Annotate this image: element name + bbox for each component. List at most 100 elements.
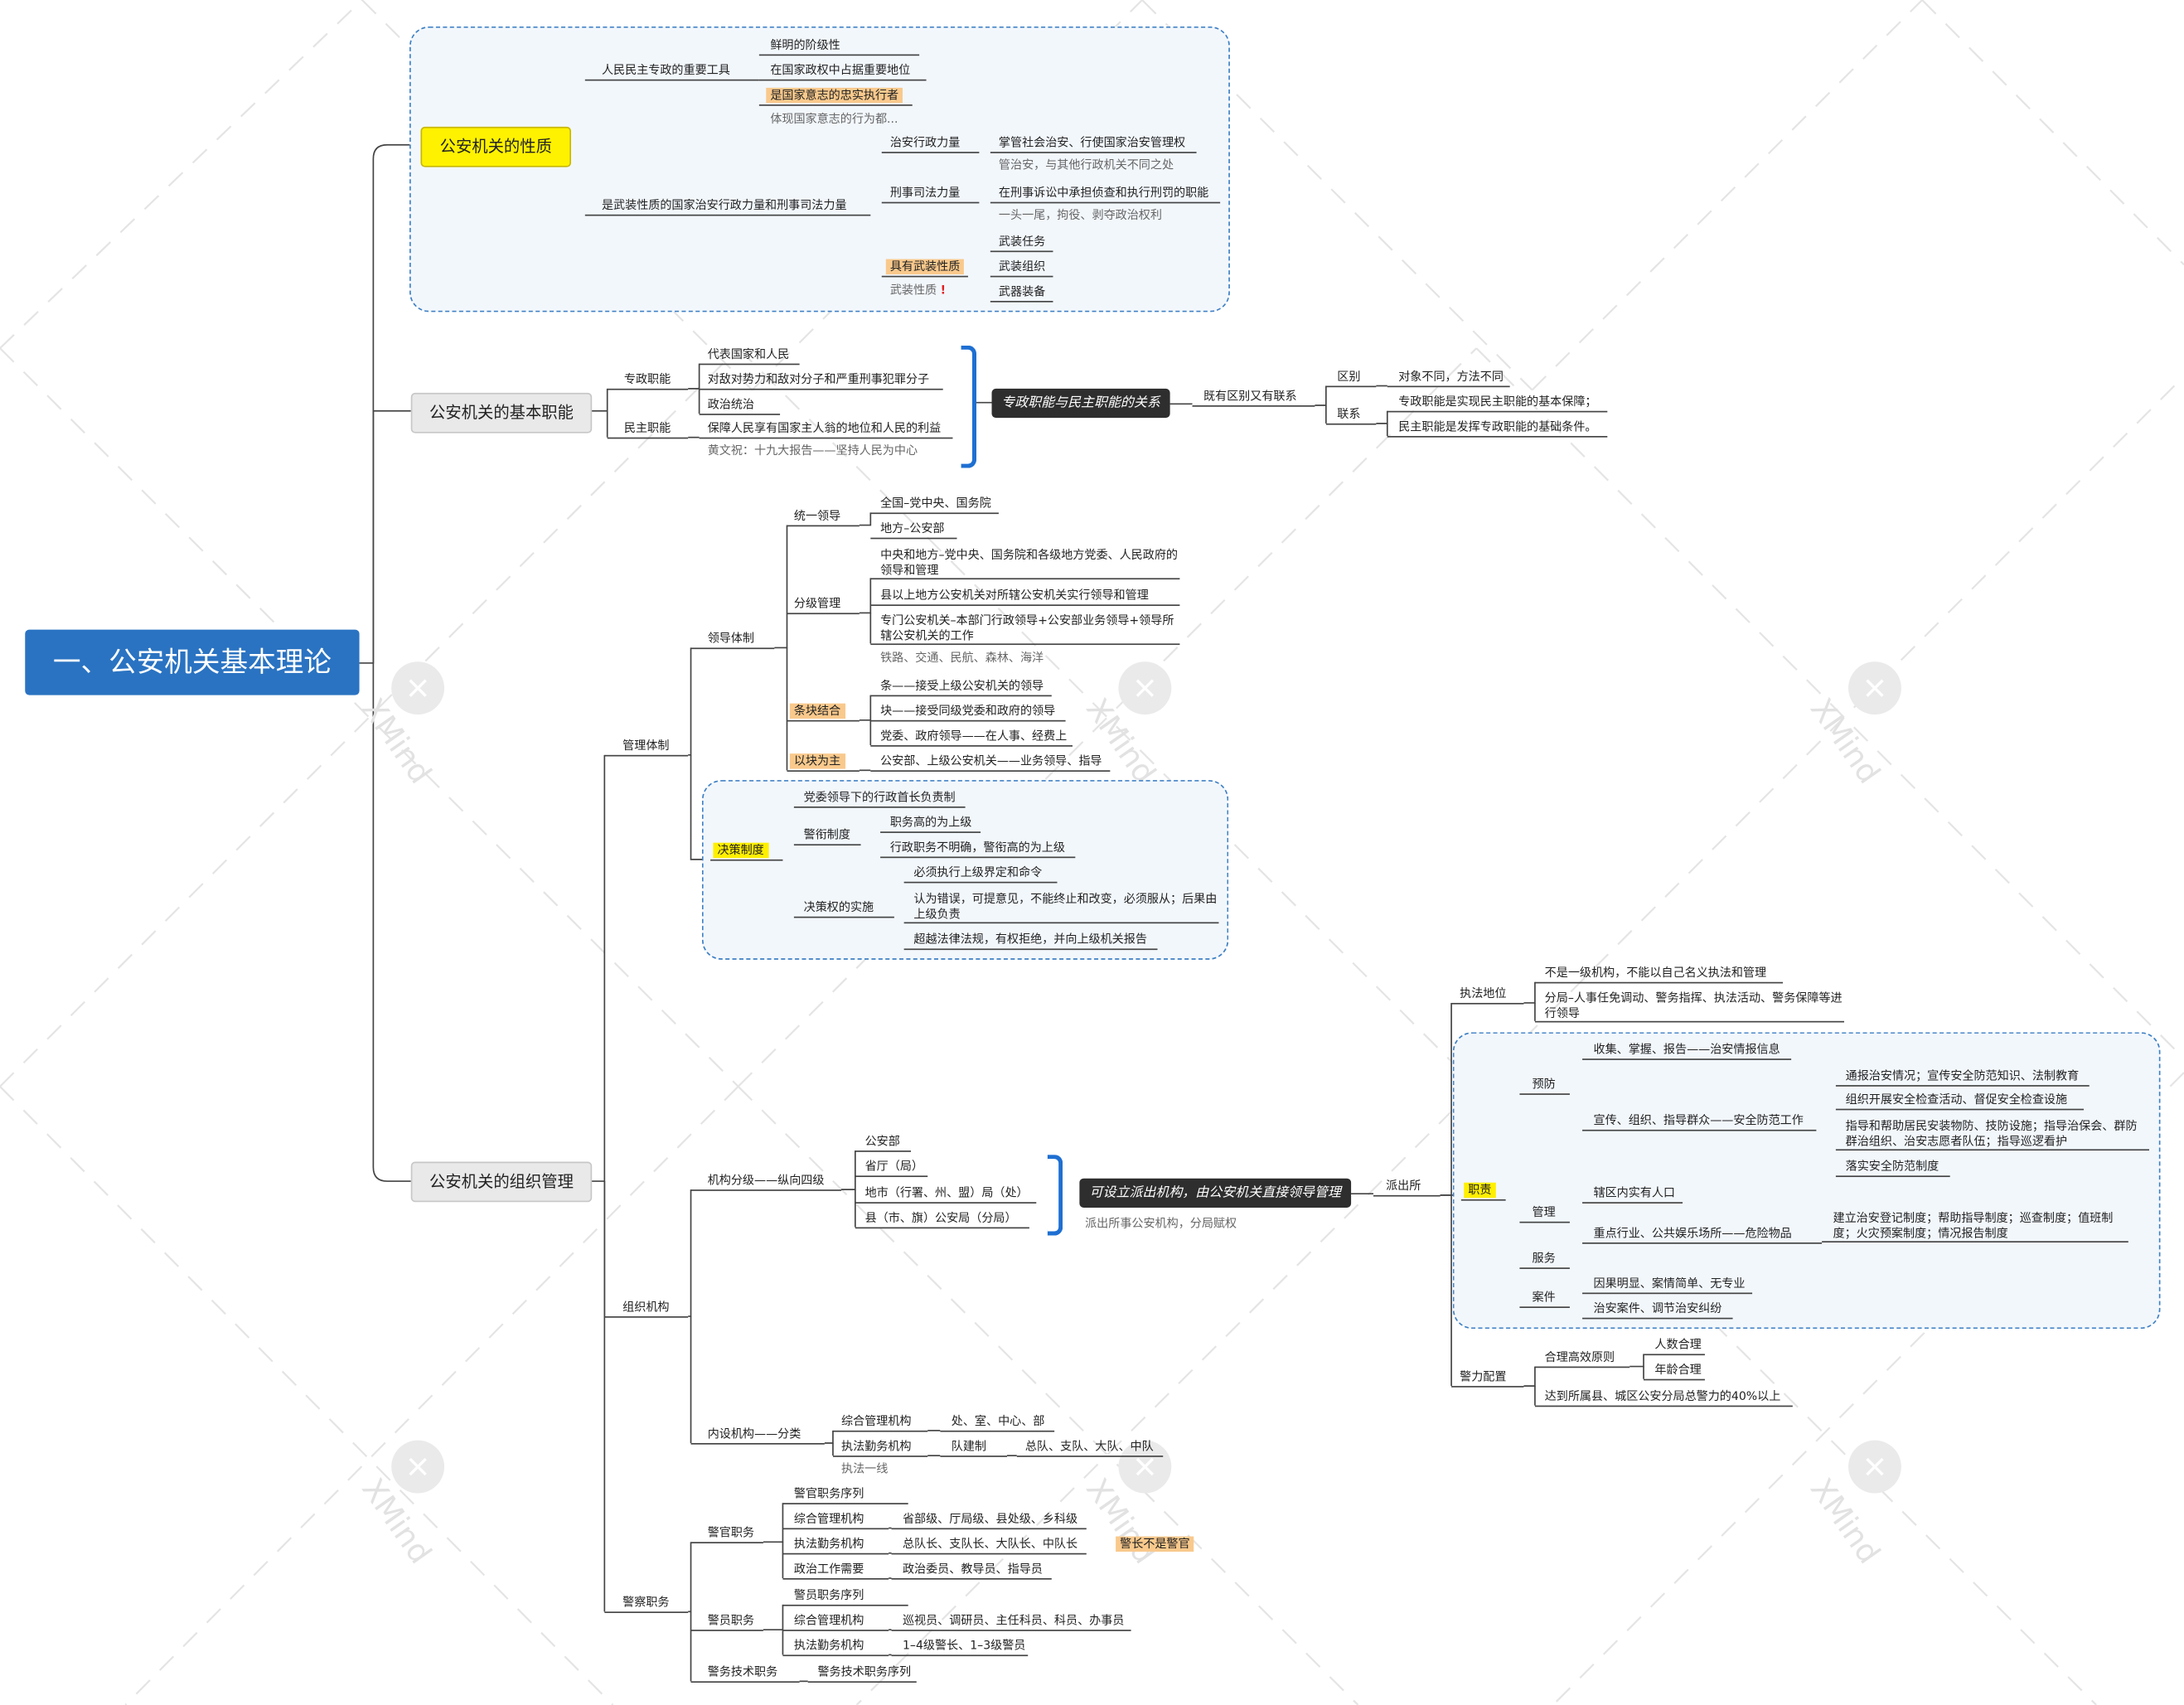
org-exec[interactable]: 决策权的实施 (803, 899, 874, 914)
nature-b2c-item[interactable]: 武器装备 (998, 283, 1046, 298)
org-staff-k[interactable]: 执法勤务机构 (793, 1638, 864, 1653)
org-prevent-b-item[interactable]: 通报治安情况；宣传安全防范知识、法制教育 (1845, 1068, 2080, 1083)
org-force-b[interactable]: 达到所属县、城区公安分局总警力的40%以上 (1544, 1388, 1781, 1403)
org-manage[interactable]: 管理 (1532, 1204, 1556, 1219)
func-dict-item[interactable]: 代表国家和人民 (707, 346, 790, 361)
org-inner-a[interactable]: 综合管理机构 (841, 1413, 912, 1428)
org-officer-v[interactable]: 政治委员、教导员、指导员 (902, 1561, 1043, 1576)
org-serve[interactable]: 服务 (1532, 1251, 1556, 1265)
org-duty[interactable]: 职责 (1464, 1182, 1496, 1198)
org-case-item[interactable]: 因果明显、案情简单、无专业 (1593, 1276, 1746, 1291)
org-inner-b[interactable]: 执法勤务机构 (841, 1438, 912, 1453)
func-demo[interactable]: 民主职能 (623, 420, 671, 435)
func-demo-item[interactable]: 保障人民享有国家主人翁的地位和人民的利益 (707, 420, 942, 435)
func-rel-label[interactable]: 既有区别又有联系 (1203, 388, 1297, 403)
org-inner-b-item[interactable]: 队建制 (951, 1438, 987, 1453)
org-orgs[interactable]: 组织机构 (622, 1299, 670, 1314)
func-link-item[interactable]: 专政职能是实现民主职能的基本保障； (1398, 394, 1597, 409)
org-prevent-b[interactable]: 宣传、组织、指导群众——安全防范工作 (1593, 1112, 1804, 1127)
org-graded-item[interactable]: 县以上地方公安机关对所辖公安机关实行领导和管理 (880, 588, 1149, 602)
org-prevent-b-item[interactable]: 指导和帮助居民安装物防、技防设施；指导治保会、群防群治组织、治安志愿者队伍；指导… (1845, 1118, 2138, 1147)
org-officer-k[interactable]: 综合管理机构 (793, 1511, 864, 1526)
org-staff-k[interactable]: 综合管理机构 (793, 1613, 864, 1627)
func-relation[interactable]: 专政职能与民主职能的关系 (991, 388, 1170, 419)
org-station-rel[interactable]: 可设立派出机构，由公安机关直接领导管理 (1079, 1178, 1352, 1208)
org-levels-item[interactable]: 县（市、旗）公安局（分局） (864, 1210, 1017, 1225)
org-officer-k[interactable]: 政治工作需要 (793, 1561, 864, 1576)
org-officer-note[interactable]: 警长不是警官 (1116, 1536, 1194, 1552)
org-exec-item[interactable]: 必须执行上级界定和命令 (913, 865, 1043, 879)
org-unified-item[interactable]: 地方–公安部 (880, 521, 945, 535)
org-levels[interactable]: 机构分级——纵向四级 (707, 1172, 825, 1187)
org-police[interactable]: 警察职务 (622, 1595, 670, 1609)
org-rank-item[interactable]: 职务高的为上级 (889, 815, 972, 829)
org-tech[interactable]: 警务技术职务 (707, 1664, 778, 1679)
nature-b2a-item[interactable]: 掌管社会治安、行使国家治安管理权 (998, 135, 1186, 149)
org-case-item[interactable]: 治安案件、调节治安纠纷 (1593, 1301, 1722, 1315)
org-tech-series[interactable]: 警务技术职务序列 (817, 1664, 912, 1679)
org-officer-series[interactable]: 警官职务序列 (793, 1486, 864, 1500)
nature-b2[interactable]: 是武装性质的国家治安行政力量和刑事司法力量 (601, 197, 847, 212)
central-topic[interactable]: 一、公安机关基本理论 (25, 629, 360, 695)
func-dict[interactable]: 专政职能 (623, 371, 671, 386)
org-block-main[interactable]: 以块为主 (789, 753, 845, 768)
org-station[interactable]: 派出所 (1386, 1178, 1421, 1193)
nature-b1-item[interactable]: 鲜明的阶级性 (770, 37, 840, 52)
org-prevent-b-item[interactable]: 落实安全防范制度 (1845, 1159, 1939, 1173)
org-case[interactable]: 案件 (1532, 1290, 1556, 1304)
org-prevent[interactable]: 预防 (1532, 1077, 1556, 1091)
func-link-item[interactable]: 民主职能是发挥专政职能的基础条件。 (1398, 419, 1597, 434)
org-exec-item[interactable]: 认为错误，可提意见，不能终止和改变，必须服从；后果由上级负责 (913, 891, 1218, 920)
nature-b1-item[interactable]: 是国家意志的忠实执行者 (766, 87, 903, 103)
nature-b1[interactable]: 人民民主专政的重要工具 (601, 62, 730, 77)
org-law-status[interactable]: 执法地位 (1460, 986, 1507, 1000)
org-officer-v[interactable]: 总队长、支队长、大队长、中队长 (902, 1536, 1078, 1551)
nature-b2b[interactable]: 刑事司法力量 (889, 185, 961, 200)
org-officer-v[interactable]: 省部级、厅局级、县处级、乡科级 (902, 1511, 1078, 1526)
org-unified-item[interactable]: 全国–党中央、国务院 (880, 496, 991, 511)
org-prevent-b-item[interactable]: 组织开展安全检查活动、督促安全检查设施 (1845, 1092, 2068, 1107)
org-staff-series[interactable]: 警员职务序列 (793, 1587, 864, 1602)
org-graded-item[interactable]: 专门公安机关–本部门行政领导+公安部业务领导+领导所辖公安机关的工作 (880, 613, 1174, 642)
topic-functions[interactable]: 公安机关的基本职能 (410, 392, 593, 434)
org-staff[interactable]: 警员职务 (707, 1613, 754, 1627)
nature-b2c-item[interactable]: 武装任务 (998, 234, 1046, 249)
org-manage-a[interactable]: 辖区内实有人口 (1593, 1185, 1676, 1199)
org-combine[interactable]: 条块结合 (789, 703, 845, 719)
nature-b1-item[interactable]: 在国家政权中占据重要地位 (770, 62, 911, 77)
topic-org[interactable]: 公安机关的组织管理 (410, 1161, 593, 1203)
org-levels-item[interactable]: 省厅（局） (864, 1159, 923, 1173)
org-levels-item[interactable]: 公安部 (864, 1133, 900, 1148)
org-force-a[interactable]: 合理高效原则 (1544, 1349, 1615, 1364)
org-force-a-item[interactable]: 人数合理 (1654, 1337, 1702, 1352)
nature-b2a[interactable]: 治安行政力量 (889, 135, 961, 149)
org-decision[interactable]: 决策制度 (713, 842, 768, 858)
org-force-a-item[interactable]: 年龄合理 (1654, 1362, 1702, 1377)
org-force[interactable]: 警力配置 (1460, 1368, 1507, 1383)
org-inner-b-sub[interactable]: 总队、支队、大队、中队 (1024, 1438, 1154, 1453)
org-staff-v[interactable]: 1–4级警长、1–3级警员 (902, 1638, 1026, 1653)
func-link[interactable]: 联系 (1337, 406, 1361, 421)
org-decision-a[interactable]: 党委领导下的行政首长负责制 (803, 789, 956, 804)
org-graded[interactable]: 分级管理 (793, 596, 841, 611)
nature-b2c-item[interactable]: 武装组织 (998, 259, 1046, 274)
func-dict-item[interactable]: 政治统治 (707, 396, 754, 411)
org-inner-a-item[interactable]: 处、室、中心、部 (951, 1413, 1045, 1428)
org-manage-b-item[interactable]: 建立治安登记制度；帮助指导制度；巡查制度；值班制度；火灾预案制度；情况报告制度 (1833, 1210, 2114, 1239)
org-inner[interactable]: 内设机构——分类 (707, 1426, 801, 1441)
org-unified[interactable]: 统一领导 (793, 508, 841, 523)
nature-b2b-item[interactable]: 在刑事诉讼中承担侦查和执行刑罚的职能 (998, 185, 1209, 200)
org-rank[interactable]: 警衔制度 (803, 827, 850, 842)
org-law-item[interactable]: 分局–人事任免调动、警务指挥、执法活动、警务保障等进行领导 (1544, 990, 1843, 1020)
org-combine-item[interactable]: 党委、政府领导——在人事、经费上 (880, 728, 1068, 743)
org-rank-item[interactable]: 行政职务不明确，警衔高的为上级 (889, 840, 1065, 855)
org-officer-k[interactable]: 执法勤务机构 (793, 1536, 864, 1551)
org-graded-item[interactable]: 中央和地方–党中央、国务院和各级地方党委、人民政府的领导和管理 (880, 547, 1178, 576)
nature-b2c[interactable]: 具有武装性质 (885, 259, 965, 274)
org-levels-item[interactable]: 地市（行署、州、盟）局（处） (864, 1185, 1029, 1199)
org-lead[interactable]: 领导体制 (707, 631, 754, 646)
topic-nature[interactable]: 公安机关的性质 (420, 126, 572, 167)
org-officer[interactable]: 警官职务 (707, 1525, 754, 1539)
org-mgmt[interactable]: 管理体制 (622, 738, 670, 753)
org-exec-item[interactable]: 超越法律法规，有权拒绝，并向上级机关报告 (913, 932, 1147, 947)
